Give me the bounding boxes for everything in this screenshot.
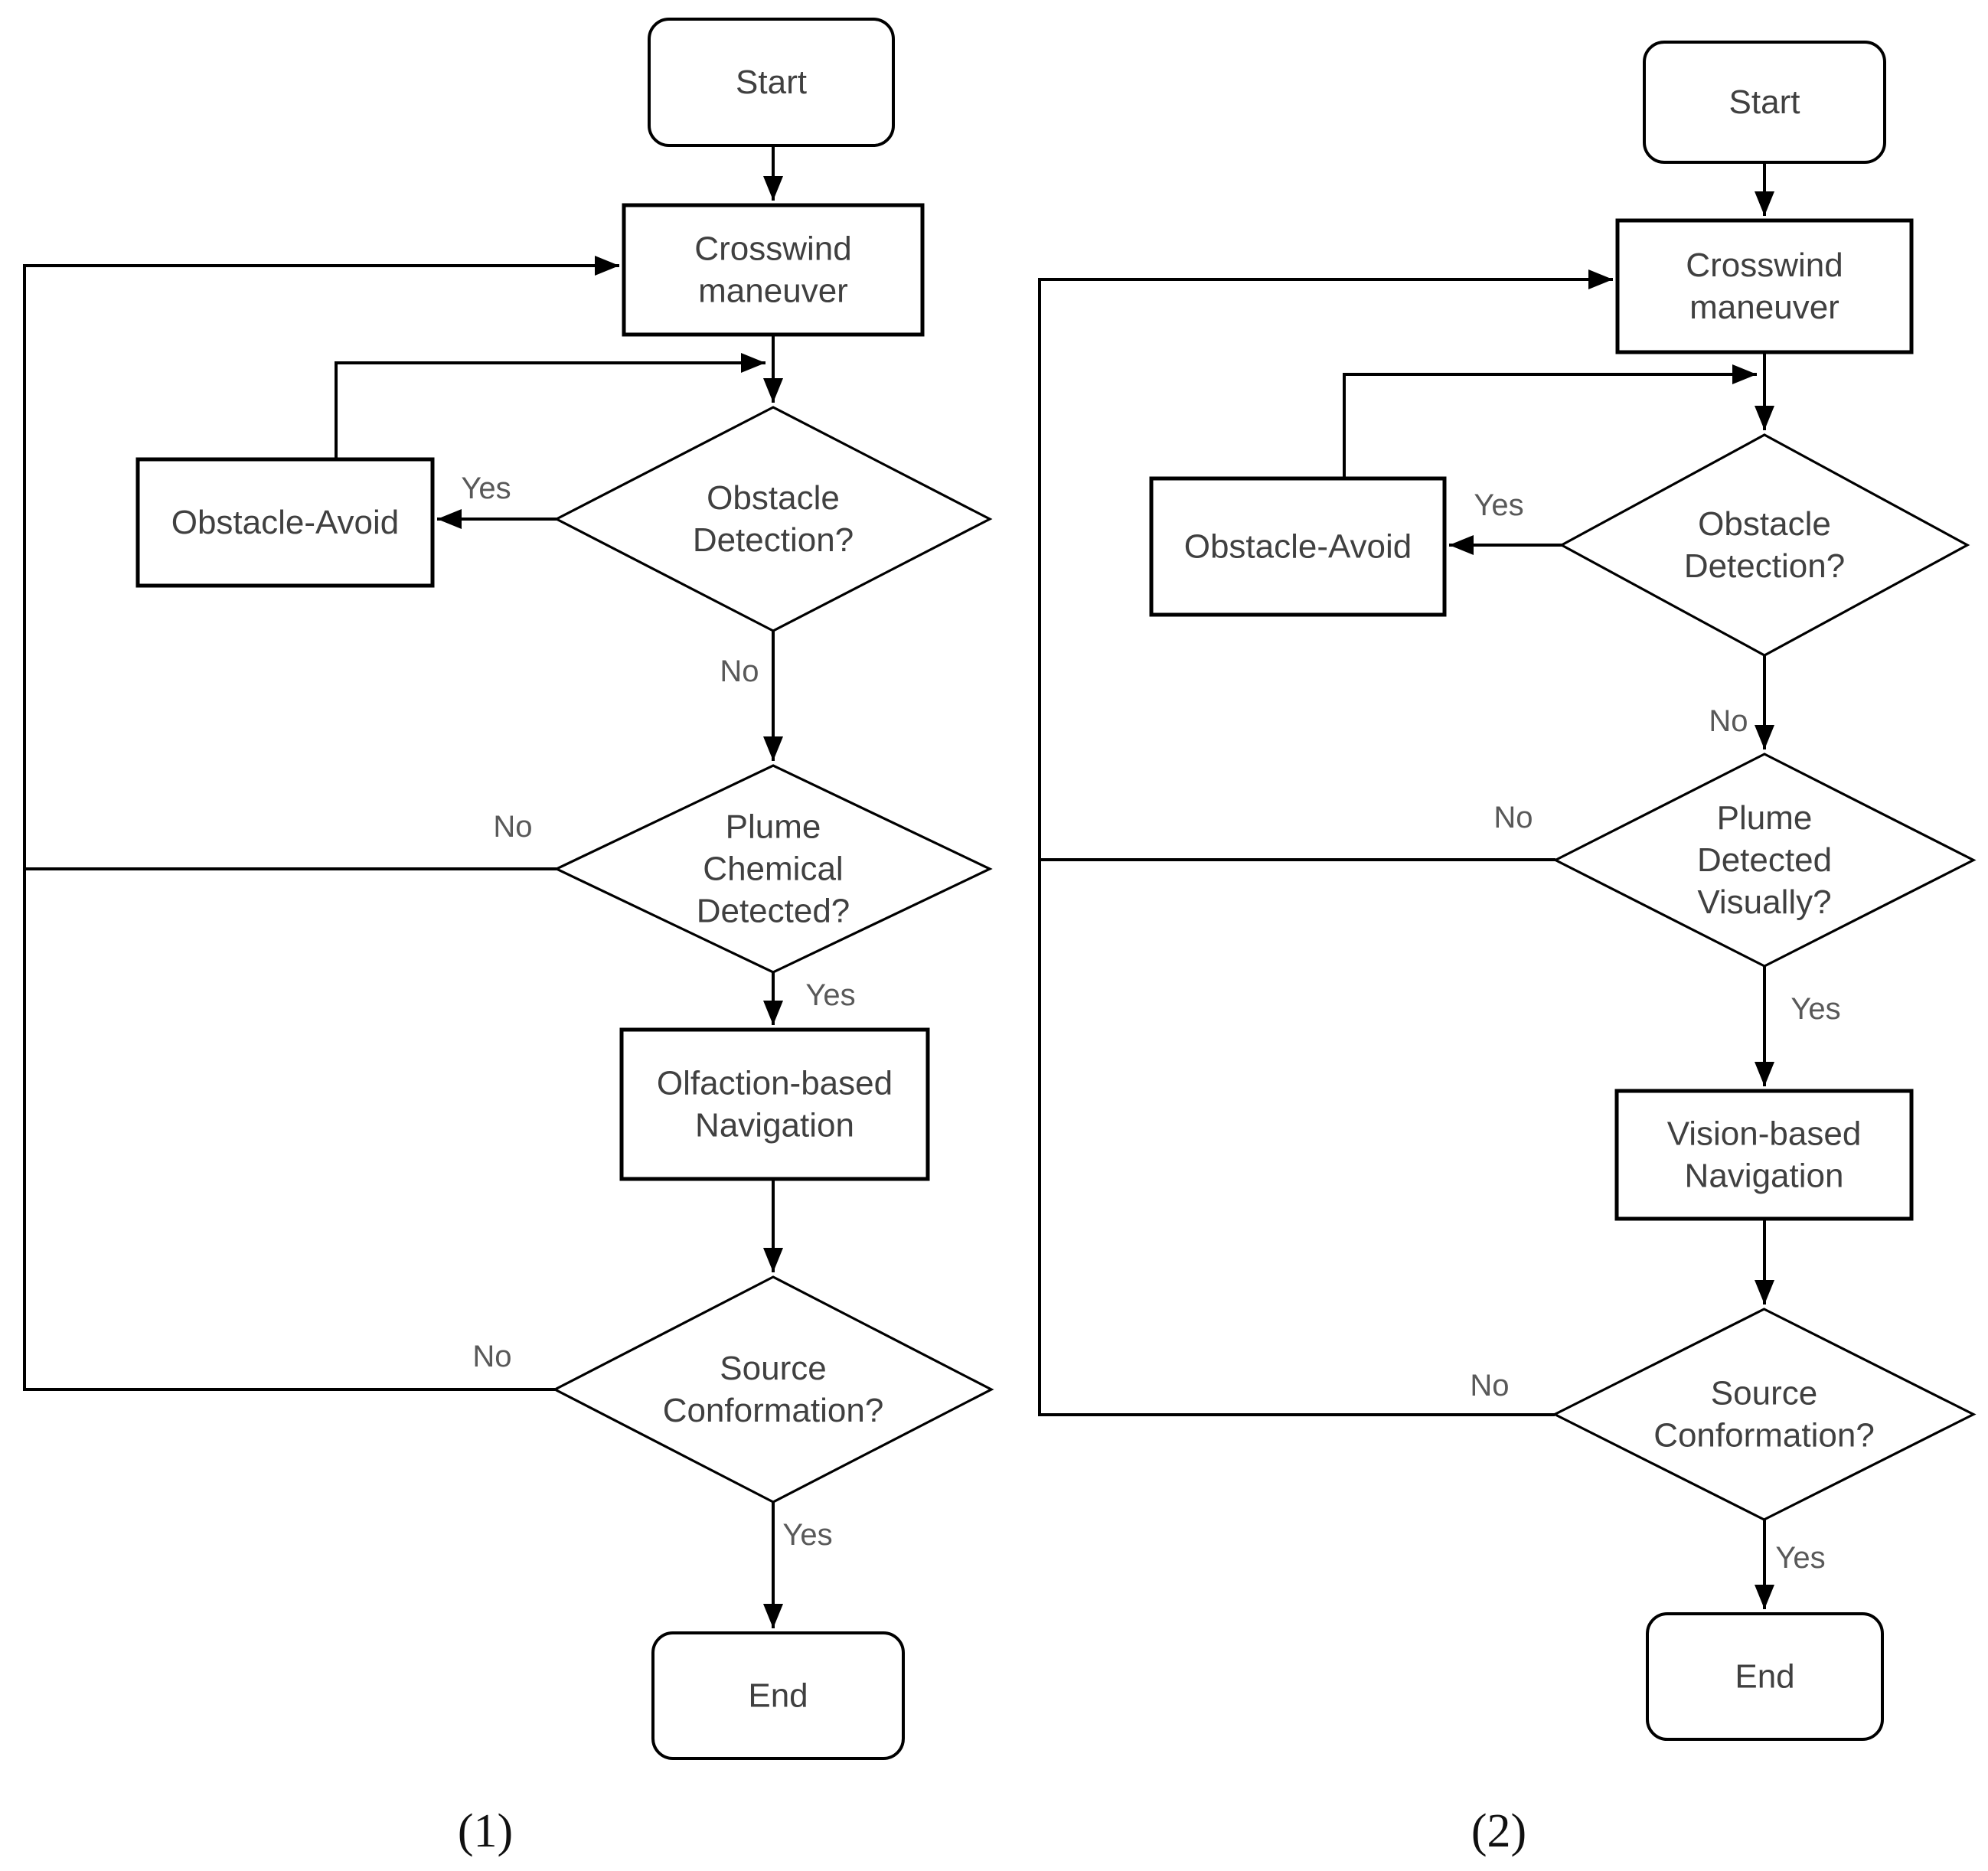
olfaction-navigation-box-shape xyxy=(619,1027,930,1181)
arrowhead-obstacle-yes xyxy=(1449,535,1474,555)
edge-avoid-return xyxy=(1343,373,1757,478)
edge-label-source-no-loop: No xyxy=(1470,1369,1509,1402)
end-box-shape xyxy=(651,1631,905,1760)
arrowhead-olfaction-to-source xyxy=(763,1248,783,1272)
edge-avoid-return xyxy=(335,361,765,459)
arrowhead-source-no-loop xyxy=(1588,269,1613,289)
figure-caption-2: (2) xyxy=(1471,1805,1526,1857)
edge-source-no-loop xyxy=(23,264,619,1391)
node-label-end: End xyxy=(748,1677,808,1715)
edge-label-source-no-loop: No xyxy=(472,1340,511,1373)
start-box-shape xyxy=(1643,41,1886,164)
node-start: Start xyxy=(648,18,895,147)
edge-label-obstacle-no: No xyxy=(1709,704,1748,738)
end-box-shape xyxy=(1646,1612,1884,1741)
edge-label-plume-no: No xyxy=(493,810,532,844)
arrowhead-avoid-return xyxy=(741,353,765,373)
arrowhead-plume-yes xyxy=(763,1001,783,1025)
start-box-shape xyxy=(648,18,895,147)
arrowhead-obstacle-yes xyxy=(437,509,462,529)
node-end: End xyxy=(651,1631,905,1760)
node-label-start: Start xyxy=(1729,83,1800,121)
edge-source-no-loop xyxy=(1038,278,1613,1416)
arrowhead-start-to-crosswind xyxy=(763,176,783,201)
arrowhead-obstacle-no xyxy=(1755,725,1774,749)
edge-label-obstacle-no: No xyxy=(720,655,759,688)
node-end: End xyxy=(1646,1612,1884,1741)
crosswind-maneuver-box-shape xyxy=(622,203,925,337)
vision-navigation-box-shape xyxy=(1614,1089,1914,1221)
figure-caption-1: (1) xyxy=(458,1805,513,1857)
node-obstacle-avoid: Obstacle-Avoid xyxy=(135,457,435,588)
edge-label-obstacle-yes: Yes xyxy=(1474,488,1523,522)
plume-visual-diamond-shape xyxy=(1552,753,1977,968)
crosswind-maneuver-box-shape xyxy=(1615,218,1914,354)
arrowhead-source-yes xyxy=(1755,1585,1774,1609)
node-label-end: End xyxy=(1735,1658,1794,1696)
arrowhead-source-yes xyxy=(763,1604,783,1628)
node-obstacle-avoid: Obstacle-Avoid xyxy=(1149,476,1447,617)
node-label-obstacle-avoid: Obstacle-Avoid xyxy=(171,504,400,541)
node-label-start: Start xyxy=(736,64,807,101)
arrowhead-start-to-crosswind xyxy=(1755,191,1774,216)
node-label-obstacle-avoid: Obstacle-Avoid xyxy=(1184,528,1412,566)
arrowhead-avoid-return xyxy=(1732,364,1757,384)
edge-label-plume-no: No xyxy=(1493,801,1533,834)
edge-label-plume-yes: Yes xyxy=(1791,992,1840,1026)
arrowhead-source-no-loop xyxy=(595,256,619,276)
arrowhead-plume-yes xyxy=(1755,1062,1774,1086)
edge-label-obstacle-yes: Yes xyxy=(461,472,511,505)
obstacle-detection-diamond-shape xyxy=(553,406,993,632)
edge-label-source-yes: Yes xyxy=(1775,1541,1825,1575)
obstacle-avoid-box-shape xyxy=(1149,476,1447,617)
source-conformation-diamond-shape xyxy=(1552,1308,1977,1521)
source-conformation-diamond-shape xyxy=(552,1275,994,1504)
arrowhead-vision-to-source xyxy=(1755,1280,1774,1304)
edge-label-source-yes: Yes xyxy=(782,1518,832,1552)
arrowhead-obstacle-no xyxy=(763,736,783,761)
obstacle-detection-diamond-shape xyxy=(1559,433,1970,657)
edge-label-plume-yes: Yes xyxy=(805,978,855,1012)
arrowhead-crosswind-to-obstacle xyxy=(763,378,783,403)
obstacle-avoid-box-shape xyxy=(135,457,435,588)
node-start: Start xyxy=(1643,41,1886,164)
arrowhead-crosswind-to-obstacle xyxy=(1755,406,1774,430)
plume-chemical-diamond-shape xyxy=(553,764,993,974)
